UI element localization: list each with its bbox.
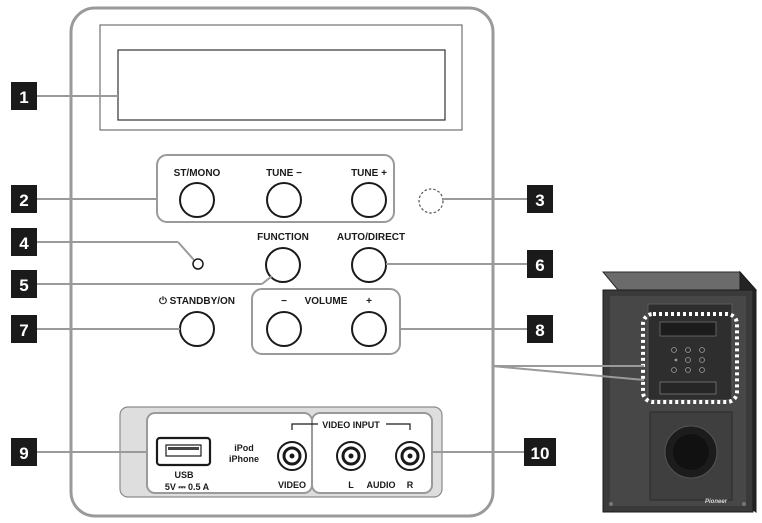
leader-lines [30,95,540,453]
speaker-unit-illustration: Pioneer [601,270,758,513]
tune-minus-button[interactable] [266,182,302,218]
svg-text:4: 4 [19,234,29,253]
video-jack[interactable] [277,441,307,471]
video-label: VIDEO [278,480,306,490]
volume-minus-button[interactable] [266,311,302,347]
st-mono-label: ST/MONO [174,168,221,179]
volume-plus-label: + [366,296,372,307]
ipod-label: iPod [234,443,254,453]
svg-text:5: 5 [19,276,28,295]
usb-label: USB [174,470,194,480]
iphone-label: iPhone [229,454,259,464]
svg-text:10: 10 [531,444,550,463]
video-input-label: VIDEO INPUT [322,420,380,430]
speaker-buttons [671,347,705,373]
st-mono-button[interactable] [179,182,215,218]
callout-9: 9 [11,438,37,466]
callout-7: 7 [11,315,37,343]
tune-minus-label: TUNE − [266,168,302,179]
callout-5: 5 [11,270,37,298]
tune-plus-button[interactable] [351,182,387,218]
callout-10: 10 [524,438,556,466]
standby-button[interactable] [179,311,215,347]
callout-3: 3 [527,185,553,213]
svg-text:1: 1 [19,88,28,107]
volume-plus-button[interactable] [351,311,387,347]
svg-text:8: 8 [535,321,544,340]
highlight-outline [641,312,739,404]
tune-plus-label: TUNE + [351,168,387,179]
svg-text:6: 6 [535,256,544,275]
volume-minus-label: − [281,296,287,307]
video-input-bracket [291,423,411,430]
standby-indicator [192,258,204,270]
callout-6: 6 [527,250,553,278]
audio-r-jack[interactable] [395,441,425,471]
svg-text:9: 9 [19,444,28,463]
audio-r-label: R [407,480,414,490]
svg-text:3: 3 [535,191,544,210]
audio-l-label: L [348,480,354,490]
usb-spec-label: 5V ⎓ 0.5 A [165,482,210,492]
auto-direct-label: AUTO/DIRECT [337,232,405,243]
callout-badges: 1 2 3 4 5 6 7 8 [11,82,556,466]
svg-text:7: 7 [19,321,28,340]
function-button[interactable] [265,247,301,283]
auto-direct-button[interactable] [351,247,387,283]
svg-text:2: 2 [19,191,28,210]
brand-logo: Pioneer [705,499,728,505]
function-label: FUNCTION [257,232,309,243]
callout-8: 8 [527,315,553,343]
callout-1: 1 [11,82,37,110]
audio-l-jack[interactable] [336,441,366,471]
volume-label: VOLUME [305,296,348,307]
remote-sensor [418,188,444,214]
callout-2: 2 [11,185,37,213]
audio-label: AUDIO [367,480,396,490]
standby-label: ⏻ STANDBY/ON [159,295,235,307]
callout-4: 4 [11,228,37,256]
display-window [117,49,446,121]
